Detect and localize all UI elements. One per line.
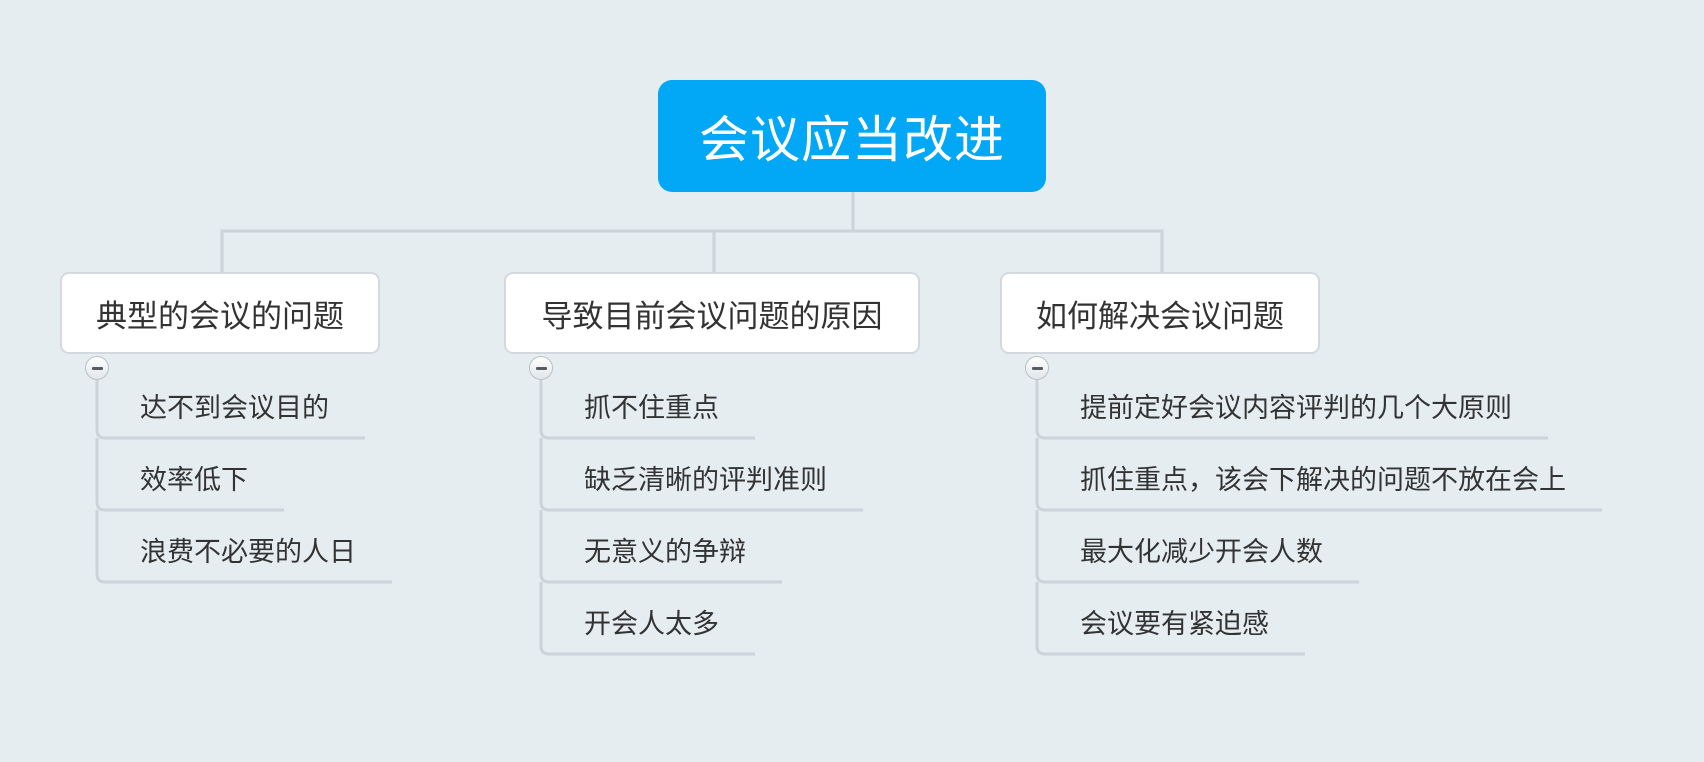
root-topic[interactable]: 会议应当改进 bbox=[658, 80, 1046, 192]
leaf-connector bbox=[1035, 438, 1602, 512]
branch-bus-connector bbox=[220, 229, 1164, 272]
leaf-connector bbox=[1035, 510, 1359, 584]
leaf-connector bbox=[539, 438, 863, 512]
leaf-topic[interactable]: 会议要有紧迫感 bbox=[1080, 609, 1269, 640]
leaf-topic[interactable]: 浪费不必要的人日 bbox=[140, 537, 356, 568]
branch-topic-3-label: 如何解决会议问题 bbox=[1036, 298, 1284, 335]
collapse-toggle-1[interactable] bbox=[85, 356, 109, 380]
root-topic-label: 会议应当改进 bbox=[699, 111, 1005, 169]
minus-circle-icon bbox=[91, 366, 103, 370]
collapse-toggle-2[interactable] bbox=[529, 356, 553, 380]
leaf-topic[interactable]: 效率低下 bbox=[140, 465, 248, 496]
leaf-connector bbox=[539, 366, 755, 440]
leaf-connector bbox=[1035, 582, 1305, 656]
leaf-connector bbox=[539, 510, 782, 584]
branch-topic-2-label: 导致目前会议问题的原因 bbox=[541, 298, 883, 335]
leaf-connector bbox=[95, 438, 284, 512]
collapse-toggle-3[interactable] bbox=[1025, 356, 1049, 380]
leaf-topic[interactable]: 达不到会议目的 bbox=[140, 393, 329, 424]
leaf-topic[interactable]: 最大化减少开会人数 bbox=[1080, 537, 1323, 568]
leaf-topic[interactable]: 无意义的争辩 bbox=[584, 537, 746, 568]
leaf-connector bbox=[95, 510, 392, 584]
branch-topic-3[interactable]: 如何解决会议问题 bbox=[1000, 272, 1320, 354]
leaf-topic[interactable]: 缺乏清晰的评判准则 bbox=[584, 465, 827, 496]
leaf-topic[interactable]: 抓不住重点 bbox=[584, 393, 719, 424]
branch-topic-2[interactable]: 导致目前会议问题的原因 bbox=[504, 272, 920, 354]
minus-circle-icon bbox=[535, 366, 547, 370]
leaf-connector bbox=[95, 366, 365, 440]
leaf-topic[interactable]: 抓住重点，该会下解决的问题不放在会上 bbox=[1080, 465, 1566, 496]
leaf-connector bbox=[1035, 366, 1548, 440]
leaf-connector-group bbox=[95, 366, 1602, 656]
branch-topic-1[interactable]: 典型的会议的问题 bbox=[60, 272, 380, 354]
leaf-topic[interactable]: 开会人太多 bbox=[584, 609, 719, 640]
branch-topic-1-label: 典型的会议的问题 bbox=[96, 298, 344, 335]
leaf-topic[interactable]: 提前定好会议内容评判的几个大原则 bbox=[1080, 393, 1512, 424]
minus-circle-icon bbox=[1031, 366, 1043, 370]
leaf-connector bbox=[539, 582, 755, 656]
